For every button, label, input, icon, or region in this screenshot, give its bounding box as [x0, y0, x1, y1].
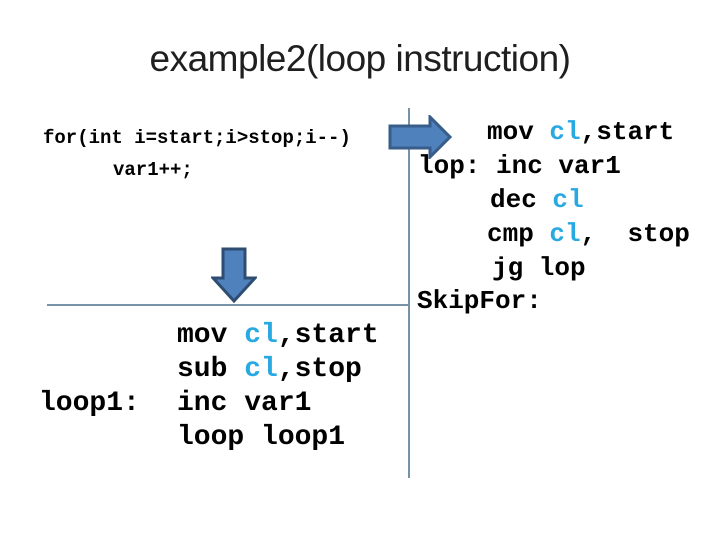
down-block-arrow-icon	[211, 247, 257, 303]
horizontal-divider-line	[47, 304, 409, 306]
asm-operand: ,stop	[277, 354, 362, 385]
asm-opcode: mov	[177, 320, 245, 351]
asm-line-jg: jg lop	[492, 255, 586, 281]
asm-register-cl: cl	[244, 320, 278, 351]
asm-operand: ,start	[277, 320, 379, 351]
asm-opcode: cmp	[487, 219, 550, 249]
asm-line-loop: loop loop1	[177, 424, 345, 452]
asm-opcode: mov	[487, 117, 550, 147]
asm-labeled-instruction: lop: inc var1	[418, 151, 621, 181]
asm-line-mov-start: mov cl,start	[177, 322, 379, 350]
vertical-divider-line	[408, 108, 410, 478]
asm-line-mov-start: mov cl,start	[487, 119, 674, 145]
right-block-arrow-icon	[388, 115, 452, 159]
asm-operand: , stop	[580, 219, 690, 249]
asm-instruction: jg lop	[492, 253, 586, 283]
asm-line-dec: dec cl	[490, 187, 584, 213]
asm-opcode: sub	[177, 354, 245, 385]
for-loop-body-line: var1++;	[113, 159, 193, 181]
asm-instruction: loop loop1	[177, 422, 346, 453]
asm-register-cl: cl	[549, 219, 581, 249]
slide-title: example2(loop instruction)	[149, 38, 571, 79]
asm-line-cmp: cmp cl, stop	[487, 221, 690, 247]
asm-instruction: inc var1	[177, 388, 312, 419]
asm-register-cl: cl	[549, 117, 581, 147]
asm-label: SkipFor:	[417, 286, 542, 316]
asm-register-cl: cl	[244, 354, 278, 385]
asm-label-loop1: loop1:	[39, 388, 140, 419]
asm-line-lop-inc: lop: inc var1	[418, 153, 621, 179]
asm-line-skipfor-label: SkipFor:	[417, 288, 542, 314]
asm-line-inc: inc var1	[177, 390, 311, 418]
asm-opcode: dec	[490, 185, 553, 215]
asm-register-cl: cl	[552, 185, 584, 215]
asm-operand: ,start	[580, 117, 675, 147]
for-loop-code-line: for(int i=start;i>stop;i--)	[43, 127, 351, 149]
asm-line-sub: sub cl,stop	[177, 356, 362, 384]
